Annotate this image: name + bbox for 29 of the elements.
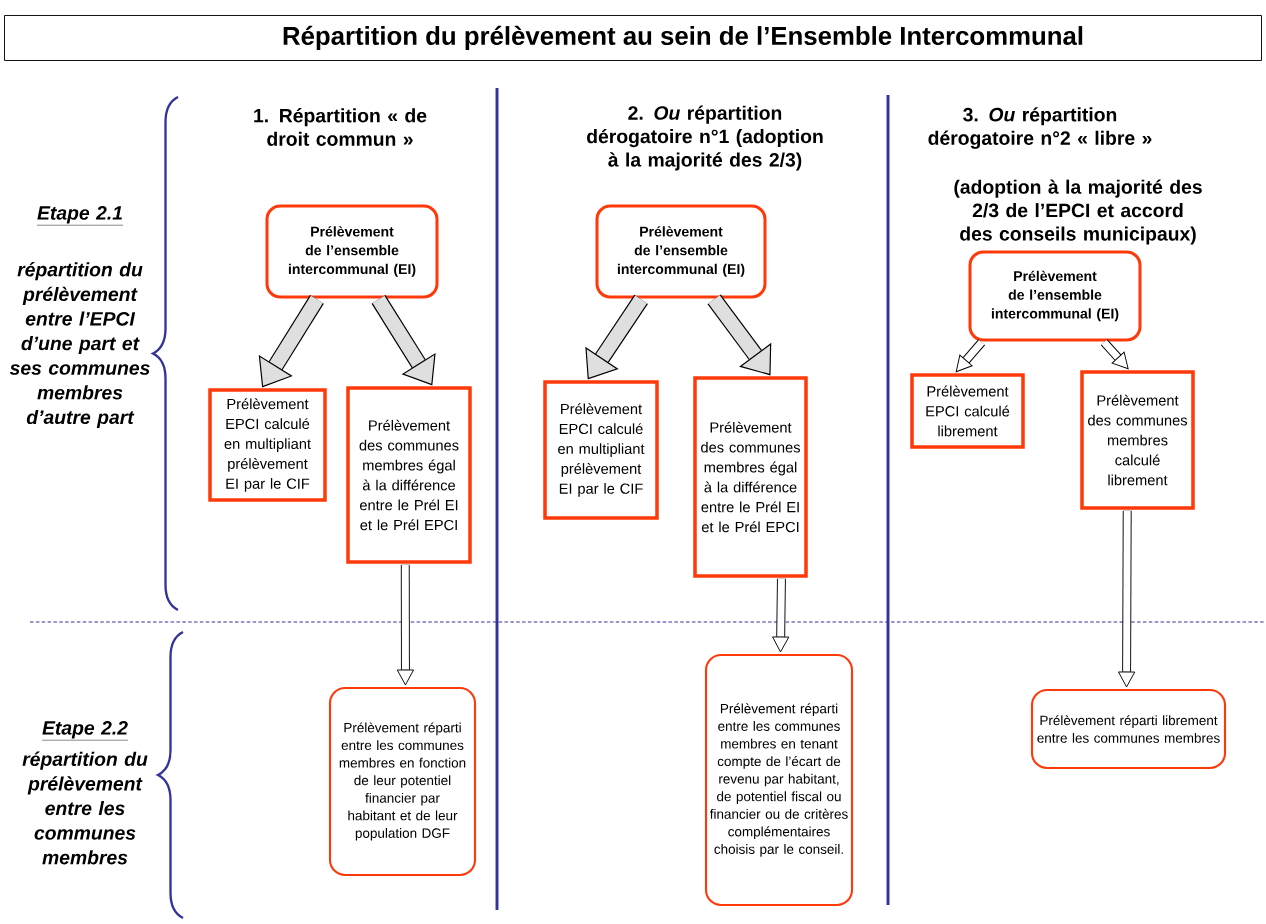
process-box: Prélèvement des communes membres égal à la différence entre le Prél EI et le Prél EPCI bbox=[693, 376, 808, 578]
rounded-box: Prélèvement de l’ensemble intercommunal (EI) bbox=[968, 250, 1142, 342]
process-box: Prélèvement EPCI calculé librement bbox=[910, 373, 1025, 449]
rounded-box: Prélèvement de l’ensemble intercommunal (EI) bbox=[265, 204, 439, 299]
process-box: Prélèvement des communes membres égal à la différence entre le Prél EI et le Prél EPCI bbox=[346, 386, 472, 564]
block-arrow bbox=[707, 294, 772, 376]
process-box: Prélèvement des communes membres calculé librement bbox=[1080, 370, 1195, 510]
block-arrow bbox=[955, 339, 986, 373]
process-box: Prélèvement EPCI calculé en multipliant prélèvement EI par le CIF bbox=[208, 388, 327, 502]
block-arrow bbox=[258, 295, 324, 388]
block-arrow bbox=[585, 294, 648, 380]
process-box: Prélèvement EPCI calculé en multipliant prélèvement EI par le CIF bbox=[543, 380, 659, 520]
block-arrow bbox=[1100, 339, 1129, 370]
step-label: répartition du prélèvement entre les communes membres bbox=[22, 751, 148, 865]
column-heading: 3. Ou répartition dérogatoire n°2 « libre » bbox=[928, 107, 1152, 149]
block-arrow bbox=[396, 564, 414, 686]
column-heading: 1. Répartition « de droit commun » bbox=[254, 108, 427, 146]
rounded-box: Prélèvement réparti entre les communes membres en tenant compte de l’écart de revenu par habitant, de potentiel fiscal ou financier ou de critères complémentaires choisis par le conseil. bbox=[704, 653, 854, 907]
step-label: Etape 2.2 bbox=[41, 721, 129, 741]
rounded-box: Prélèvement de l’ensemble intercommunal (EI) bbox=[595, 204, 767, 299]
title-box: Répartition du prélèvement au sein de l’Ensemble Intercommunal bbox=[4, 15, 1262, 61]
rounded-box: Prélèvement réparti librement entre les communes membres bbox=[1030, 688, 1227, 770]
step-label: Etape 2.1 bbox=[36, 206, 124, 226]
rounded-box: Prélèvement réparti entre les communes membres en fonction de leur potentiel financier par habitant et de leur population DGF bbox=[328, 686, 477, 877]
block-arrow bbox=[1118, 510, 1136, 688]
column-heading: 2. Ou répartition dérogatoire n°1 (adoption à la majorité des 2/3) bbox=[587, 105, 823, 171]
step-label: répartition du prélèvement entre l’EPCI d’une part et ses communes membres d’autre part bbox=[9, 262, 150, 428]
block-arrow bbox=[371, 295, 436, 386]
block-arrow bbox=[772, 578, 790, 653]
